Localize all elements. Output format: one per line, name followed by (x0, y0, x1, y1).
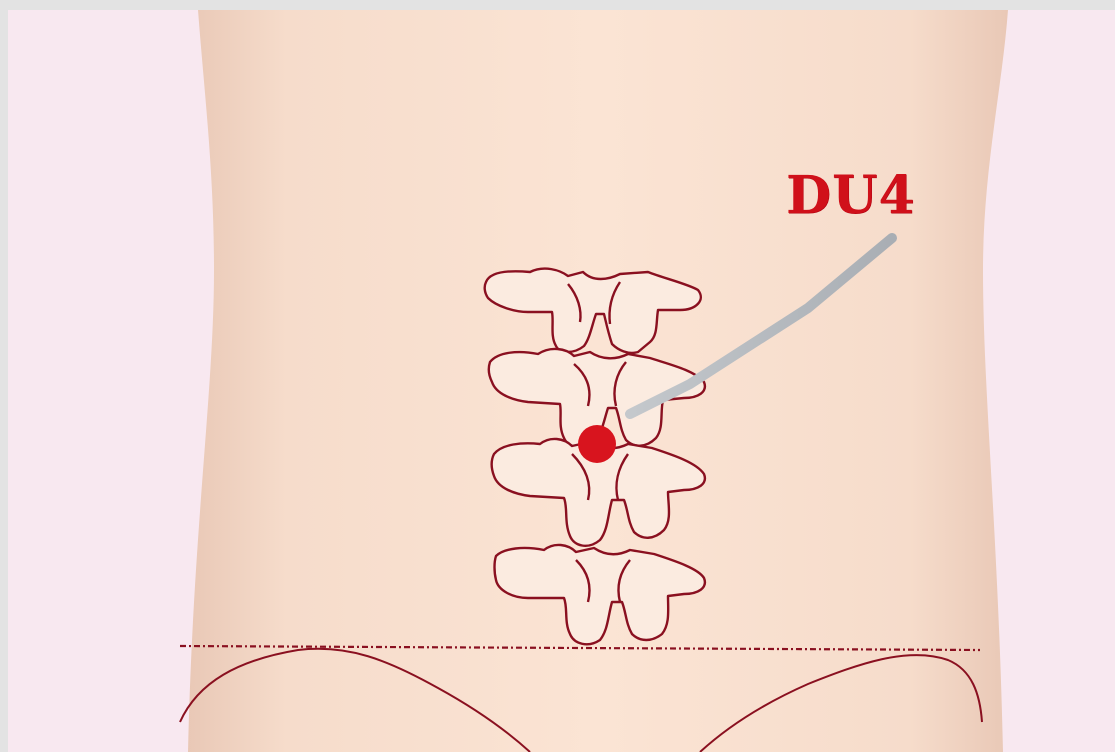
acupoint-marker (578, 425, 616, 463)
back-illustration (8, 10, 1115, 752)
diagram-panel: DU4 (8, 10, 1115, 752)
acupoint-label: DU4 (786, 170, 916, 222)
